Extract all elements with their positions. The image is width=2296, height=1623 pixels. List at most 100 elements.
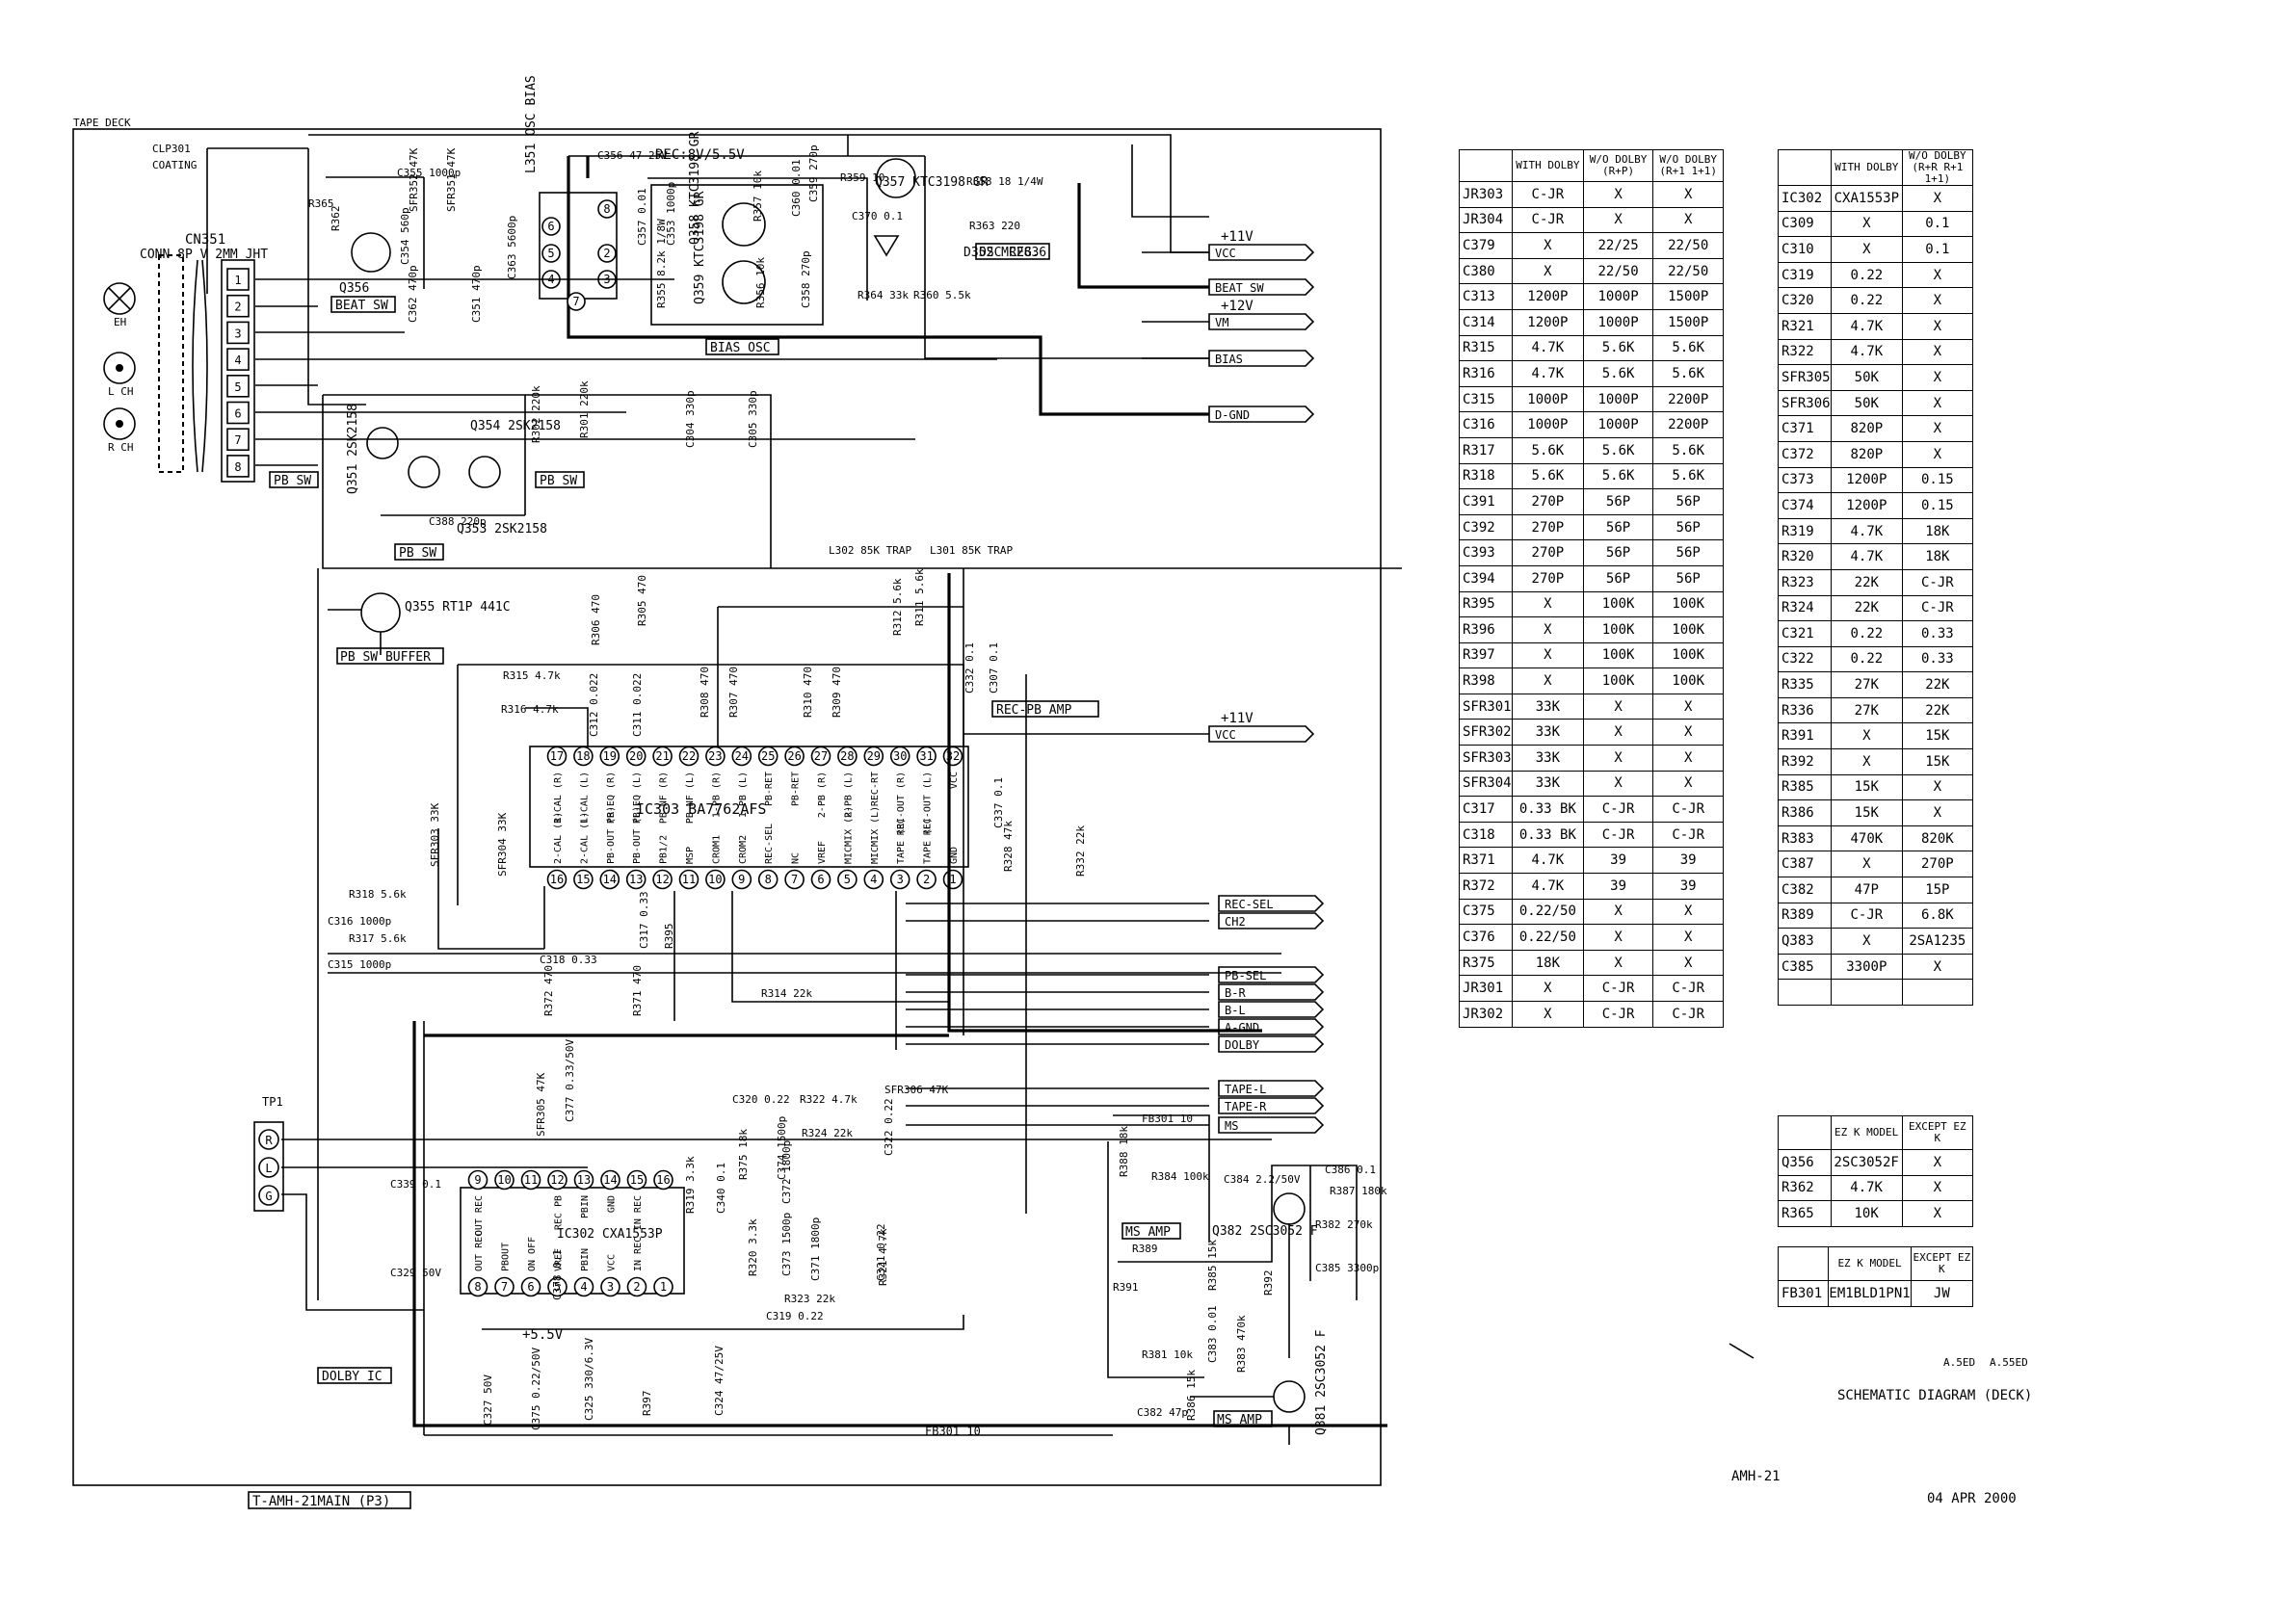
q359-label: Q359 KTC3198 GR xyxy=(693,191,707,304)
table-cell: 820P xyxy=(1830,415,1903,442)
table-cell: 33K xyxy=(1511,745,1584,772)
part-ref: R375 xyxy=(1459,949,1513,977)
component-label: R322 4.7k xyxy=(800,1093,858,1106)
part-ref: R398 xyxy=(1459,668,1513,694)
table-cell: 4.7K xyxy=(1511,873,1584,900)
table-cell: 0.33 BK xyxy=(1511,796,1584,823)
part-ref: R316 xyxy=(1459,360,1513,387)
table-cell: C-JR xyxy=(1511,181,1584,208)
ic-pin-label: PBOUT xyxy=(501,1243,512,1271)
table-cell: X xyxy=(1901,312,1974,340)
ic-pin-label: REC-SEL xyxy=(764,824,775,864)
part-ref: C385 xyxy=(1778,953,1832,981)
table-cell: X xyxy=(1830,236,1903,263)
ic-pin-number: 12 xyxy=(550,1173,564,1187)
table-cell: X xyxy=(1652,181,1724,208)
ic-pin-label: REC-OUT (L) xyxy=(923,772,934,835)
table-cell: 4.7K xyxy=(1830,517,1903,545)
dolby-ic-box: DOLBY IC xyxy=(322,1370,383,1384)
table-cell: 4.7K xyxy=(1830,543,1903,570)
part-ref: R315 xyxy=(1459,334,1513,362)
table-cell: 0.33 xyxy=(1901,620,1974,647)
ic-pin-number: 5 xyxy=(554,1280,561,1294)
table-cell: X xyxy=(1652,949,1724,977)
ic-pin-number: 23 xyxy=(708,749,722,763)
table-cell: X xyxy=(1511,257,1584,285)
l-ch-head: L CH xyxy=(103,352,136,398)
component-label: R308 470 xyxy=(699,667,711,718)
table-cell: 0.22 xyxy=(1830,261,1903,289)
table-cell: X xyxy=(1901,799,1974,826)
ic303-name: IC303 BA7762AFS xyxy=(636,800,766,818)
component-label: R363 220 xyxy=(969,220,1020,232)
table-cell: 22/25 xyxy=(1582,232,1654,259)
component-label: SFR351 47K xyxy=(445,147,458,212)
table-cell: 0.1 xyxy=(1901,236,1974,263)
part-ref: C374 xyxy=(1778,492,1832,519)
q381-symbol xyxy=(1273,1380,1306,1413)
table-cell: 100K xyxy=(1582,641,1654,669)
part-ref: R318 xyxy=(1459,462,1513,490)
table-cell: 5.6K xyxy=(1652,436,1724,464)
part-ref: C393 xyxy=(1459,539,1513,566)
table-cell: 100K xyxy=(1582,616,1654,643)
table-cell: EM1BLD1PN1 xyxy=(1828,1280,1912,1307)
part-ref: C321 xyxy=(1778,620,1832,647)
table-cell: C-JR xyxy=(1582,1001,1654,1028)
tp1-connector: RLG xyxy=(253,1121,284,1212)
table-cell: 56P xyxy=(1652,513,1724,541)
ms-amp-box-2: MS AMP xyxy=(1217,1413,1262,1427)
pb-sw-buffer-box: PB SW BUFFER xyxy=(340,650,431,665)
table-cell: 1000P xyxy=(1582,411,1654,438)
table-cell: 6.8K xyxy=(1901,902,1974,929)
q354-label: Q354 2SK2158 xyxy=(470,419,561,433)
component-label: C363 5600p xyxy=(506,216,518,279)
table-cell: 1200P xyxy=(1511,283,1584,310)
component-label: C358 270p xyxy=(800,250,812,308)
table-cell: 4.7K xyxy=(1511,334,1584,362)
component-label: R382 270k xyxy=(1315,1218,1373,1231)
component-label: R332 22k xyxy=(1074,825,1087,877)
part-ref: R317 xyxy=(1459,436,1513,464)
table-cell: 3300P xyxy=(1830,953,1903,981)
part-ref: R336 xyxy=(1778,696,1832,724)
ic-pin-number: 14 xyxy=(603,873,617,886)
q351-symbol xyxy=(366,427,399,459)
component-label: R389 xyxy=(1132,1243,1158,1255)
part-ref: C379 xyxy=(1459,232,1513,259)
component-label: R359 10 xyxy=(840,171,884,184)
part-ref: SFR304 xyxy=(1459,770,1513,798)
component-label: R315 4.7k xyxy=(503,669,561,682)
table-cell: CXA1553P xyxy=(1830,185,1903,212)
q354-symbol xyxy=(408,456,440,488)
component-label: C332 0.1 xyxy=(963,642,976,694)
pb-sw-box-3: PB SW xyxy=(399,546,436,561)
component-label: R310 470 xyxy=(802,667,814,718)
table-cell: 270P xyxy=(1511,513,1584,541)
fb301-label: FB301 10 xyxy=(925,1425,981,1438)
table-d-header-except: EXCEPT EZ K xyxy=(1910,1246,1974,1281)
table-cell: 15K xyxy=(1901,748,1974,775)
table-cell: X xyxy=(1511,975,1584,1002)
ic-pin-label: TAPE (L) xyxy=(923,818,934,864)
table-cell: X xyxy=(1652,745,1724,772)
table-cell: X xyxy=(1652,693,1724,720)
